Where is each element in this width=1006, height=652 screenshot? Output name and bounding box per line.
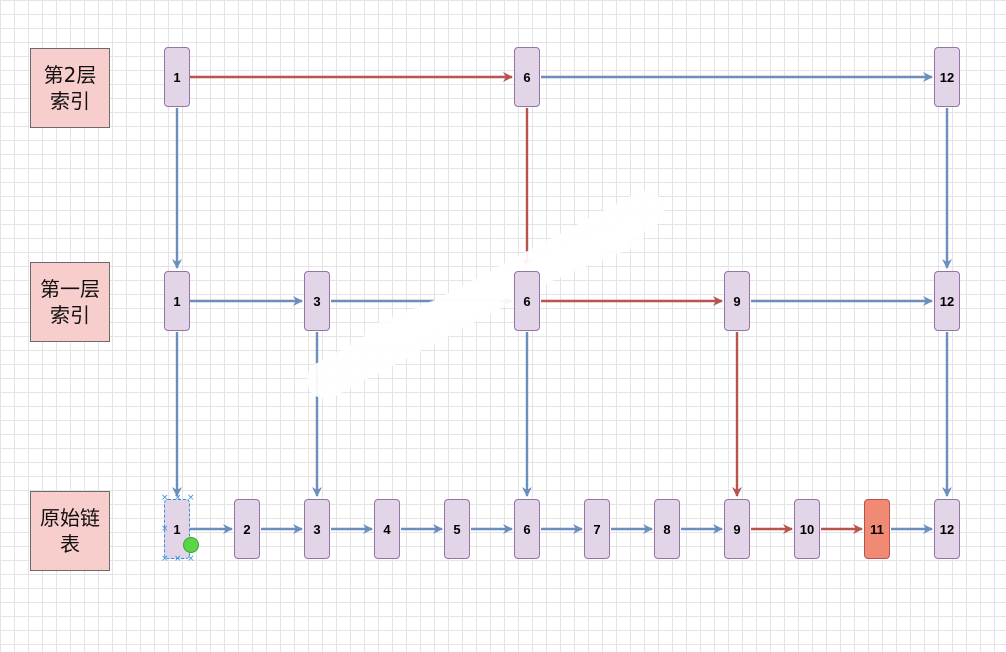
- resize-handle-icon[interactable]: ×: [161, 493, 169, 503]
- base-node-9[interactable]: 9: [724, 499, 750, 559]
- resize-handle-icon[interactable]: ×: [161, 554, 169, 564]
- level2-node-12[interactable]: 12: [934, 47, 960, 107]
- base-node-5[interactable]: 5: [444, 499, 470, 559]
- level1-node-6[interactable]: 6: [514, 271, 540, 331]
- base-node-12[interactable]: 12: [934, 499, 960, 559]
- resize-handle-icon[interactable]: ×: [174, 554, 182, 564]
- base-node-11-target[interactable]: 11: [864, 499, 890, 559]
- base-node-4[interactable]: 4: [374, 499, 400, 559]
- base-node-10[interactable]: 10: [794, 499, 820, 559]
- rotate-handle-icon[interactable]: [183, 537, 199, 553]
- resize-handle-icon[interactable]: ×: [187, 493, 195, 503]
- level1-node-12[interactable]: 12: [934, 271, 960, 331]
- base-node-8[interactable]: 8: [654, 499, 680, 559]
- level1-node-3[interactable]: 3: [304, 271, 330, 331]
- level2-node-1[interactable]: 1: [164, 47, 190, 107]
- base-node-3[interactable]: 3: [304, 499, 330, 559]
- base-node-2[interactable]: 2: [234, 499, 260, 559]
- level2-node-6[interactable]: 6: [514, 47, 540, 107]
- base-list-label: 原始链 表: [30, 491, 110, 571]
- level1-node-1[interactable]: 1: [164, 271, 190, 331]
- base-node-6[interactable]: 6: [514, 499, 540, 559]
- resize-handle-icon[interactable]: ×: [161, 524, 169, 534]
- level1-index-label: 第一层 索引: [30, 262, 110, 342]
- resize-handle-icon[interactable]: ×: [174, 493, 182, 503]
- base-node-7[interactable]: 7: [584, 499, 610, 559]
- level2-index-label: 第2层 索引: [30, 48, 110, 128]
- resize-handle-icon[interactable]: ×: [187, 554, 195, 564]
- level1-node-9[interactable]: 9: [724, 271, 750, 331]
